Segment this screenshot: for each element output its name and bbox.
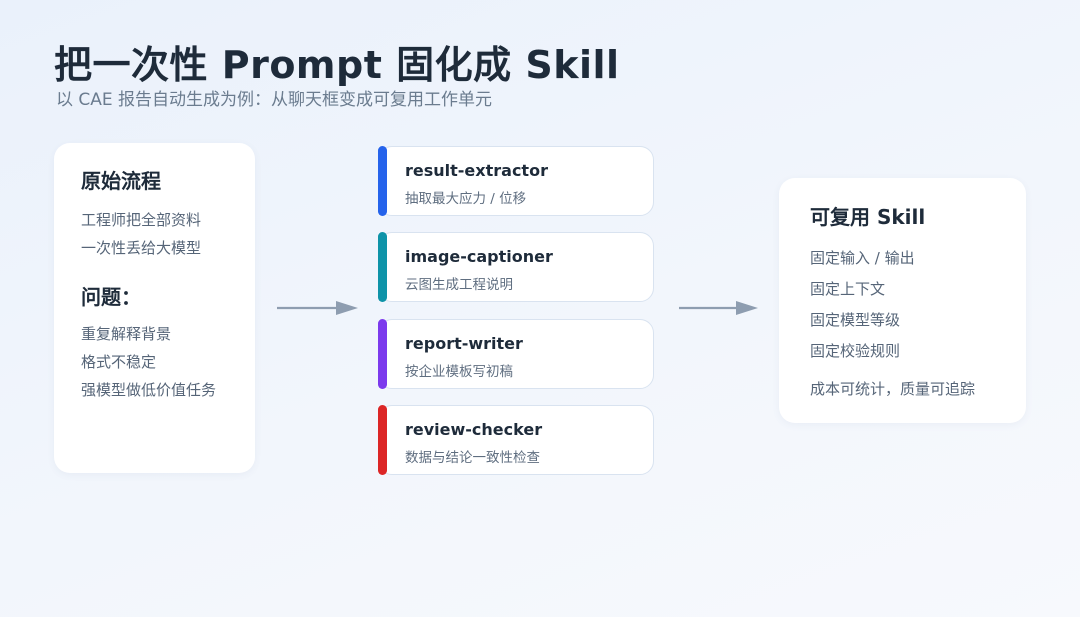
skill-property: 固定输入 / 输出: [810, 249, 915, 267]
problem-item: 强模型做低价值任务: [81, 381, 217, 399]
step-name: report-writer: [405, 334, 523, 353]
original-process-card: 原始流程 工程师把全部资料 一次性丢给大模型 问题： 重复解释背景 格式不稳定 …: [54, 143, 255, 473]
step-accent-bar: [377, 404, 387, 475]
page-subtitle: 以 CAE 报告自动生成为例：从聊天框变成可复用工作单元: [56, 90, 493, 110]
step-description: 按企业模板写初稿: [405, 364, 513, 380]
step-name: result-extractor: [405, 161, 548, 180]
arrow-right-icon: [679, 301, 758, 315]
step-accent-bar: [377, 318, 387, 389]
skill-step-review-checker: review-checker 数据与结论一致性检查: [377, 404, 654, 475]
skill-property: 固定模型等级: [810, 311, 901, 329]
skill-step-result-extractor: result-extractor 抽取最大应力 / 位移: [377, 145, 654, 216]
step-name: image-captioner: [405, 247, 553, 266]
step-description: 抽取最大应力 / 位移: [405, 191, 527, 207]
original-process-heading: 原始流程: [81, 169, 161, 193]
arrow-right-icon: [277, 301, 358, 315]
page-title: 把一次性 Prompt 固化成 Skill: [54, 43, 620, 87]
problem-heading: 问题：: [81, 285, 141, 309]
skill-step-image-captioner: image-captioner 云图生成工程说明: [377, 231, 654, 302]
skill-step-report-writer: report-writer 按企业模板写初稿: [377, 318, 654, 389]
step-name: review-checker: [405, 420, 543, 439]
reusable-skill-card: 可复用 Skill 固定输入 / 输出 固定上下文 固定模型等级 固定校验规则 …: [779, 178, 1026, 423]
step-description: 云图生成工程说明: [405, 277, 513, 293]
skill-property: 固定校验规则: [810, 342, 901, 360]
skill-property: 固定上下文: [810, 280, 886, 298]
step-accent-bar: [377, 145, 387, 216]
problem-item: 格式不稳定: [81, 353, 157, 371]
skill-footer: 成本可统计，质量可追踪: [810, 380, 976, 398]
process-line: 一次性丢给大模型: [81, 239, 202, 257]
process-line: 工程师把全部资料: [81, 211, 202, 229]
step-accent-bar: [377, 231, 387, 302]
step-description: 数据与结论一致性检查: [405, 450, 540, 466]
problem-item: 重复解释背景: [81, 325, 172, 343]
reusable-skill-heading: 可复用 Skill: [810, 205, 926, 229]
